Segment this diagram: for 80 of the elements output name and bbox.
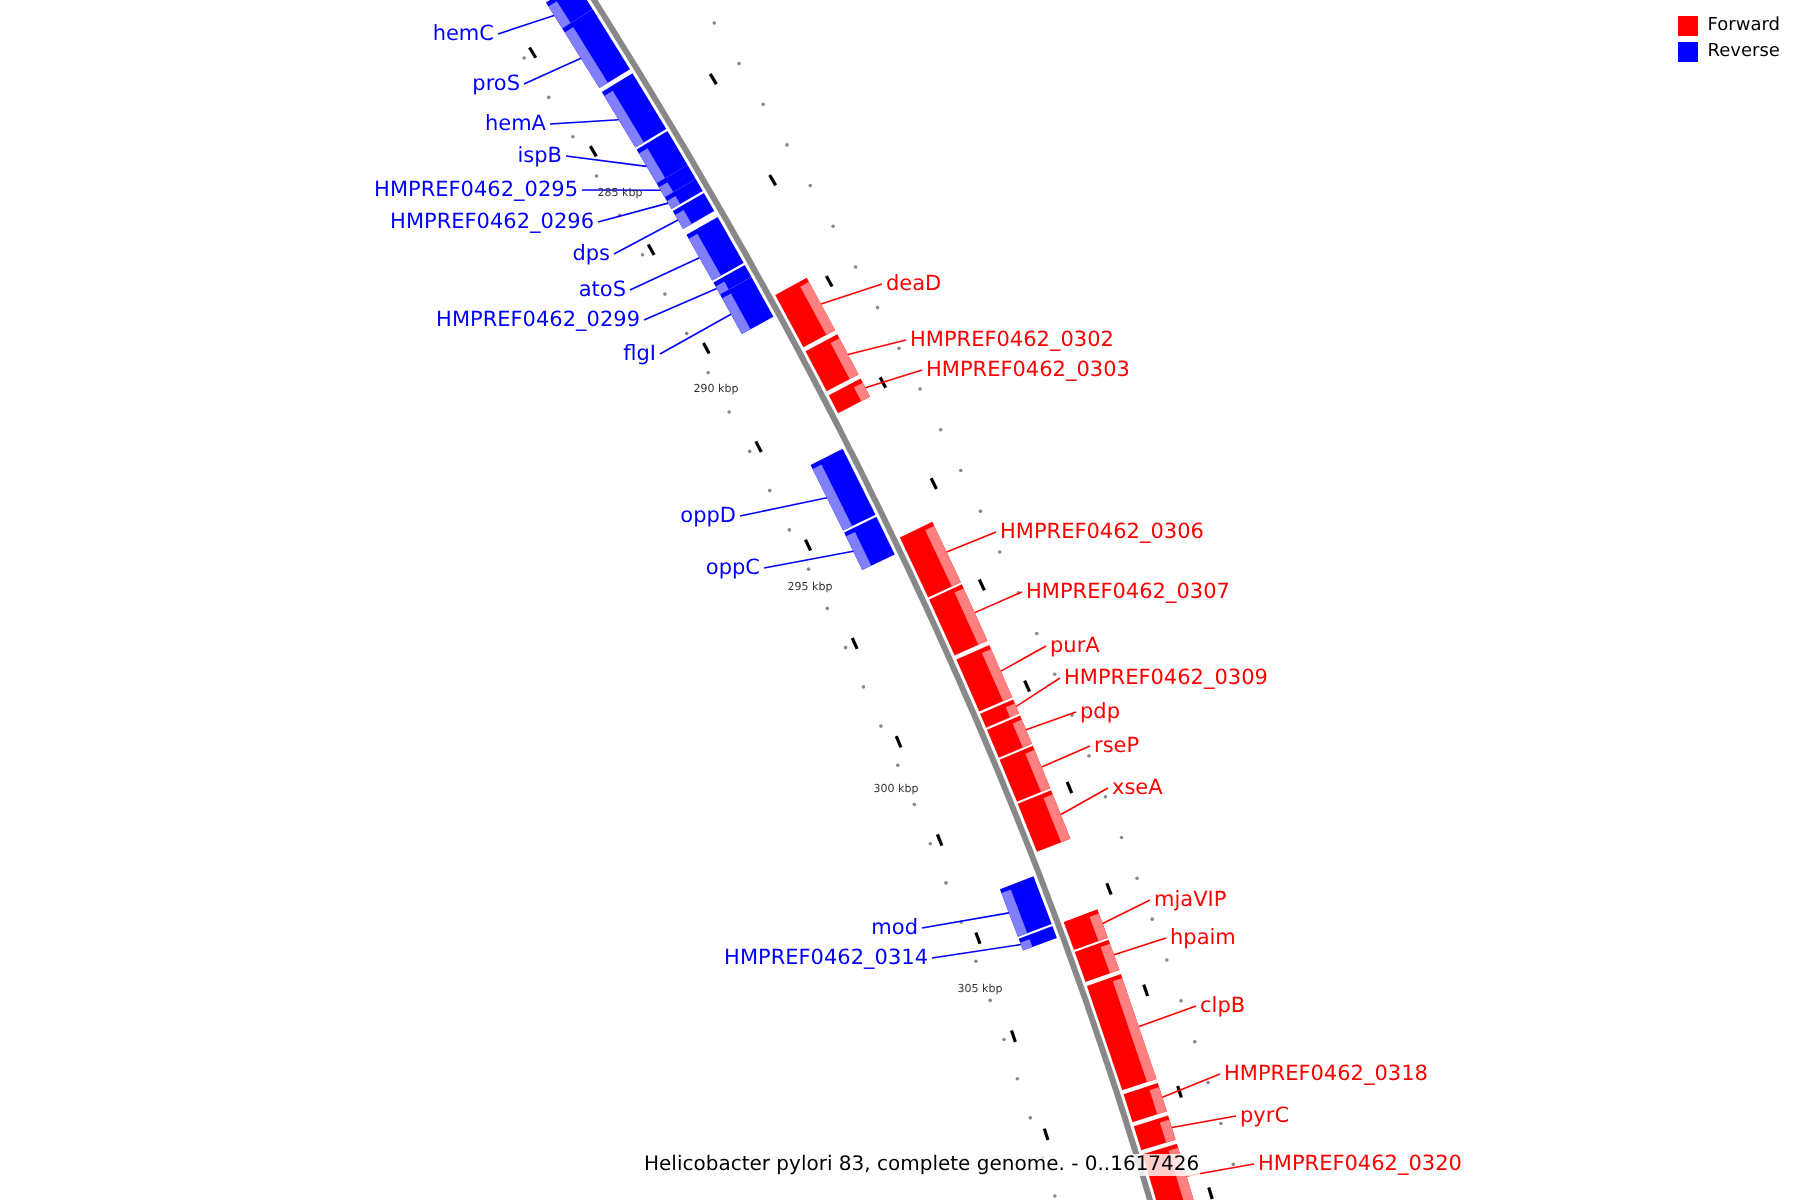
leader-line <box>581 189 662 191</box>
leader-line <box>549 118 620 125</box>
gene-label: mjaVIP <box>1154 888 1227 912</box>
gene-label: hemA <box>484 112 546 136</box>
leader-line <box>921 912 1010 929</box>
leader-line <box>659 313 732 355</box>
gene-label: atoS <box>578 278 626 302</box>
gene-block <box>899 521 961 598</box>
caption: Helicobacter pylori 83, complete genome. - 0..1617426 <box>644 1154 1200 1176</box>
gene-label: clpB <box>1200 994 1246 1018</box>
leader-line <box>763 550 855 569</box>
gene-label: xseA <box>1112 776 1163 800</box>
gene-block <box>828 378 871 414</box>
leader-line <box>1060 787 1109 816</box>
leader-line <box>847 339 907 356</box>
leader-line <box>1000 645 1047 672</box>
gene-label: HMPREF0462_0296 <box>390 210 594 234</box>
gene-label: pyrC <box>1240 1104 1290 1128</box>
leader-line <box>945 531 997 553</box>
leader-line <box>613 219 679 255</box>
leader-line <box>1040 745 1091 768</box>
gene-block <box>1086 974 1157 1091</box>
gene-label: HMPREF0462_0318 <box>1224 1062 1428 1086</box>
gene-block <box>775 277 836 348</box>
gene-label: pdp <box>1080 700 1120 724</box>
leader-line <box>523 57 582 85</box>
gene-label: ispB <box>517 144 562 168</box>
gene-block <box>1017 790 1071 852</box>
leader-line <box>629 256 701 291</box>
leader-line <box>1101 899 1151 925</box>
gene-label: HMPREF0462_0306 <box>1000 520 1204 544</box>
leader-line <box>973 591 1023 614</box>
gene-label: flgI <box>623 342 656 366</box>
leader-line <box>565 155 648 168</box>
gene-label: deaD <box>886 272 942 296</box>
leader-line <box>1138 1005 1197 1028</box>
leader-line <box>643 287 718 321</box>
gene-block <box>672 193 715 229</box>
leader-line <box>739 496 828 517</box>
gene-block <box>844 516 895 571</box>
leader-line <box>1025 711 1077 731</box>
leader-line <box>1113 937 1167 956</box>
leader-line <box>931 943 1022 959</box>
leader-line <box>864 369 923 389</box>
leader-line <box>1171 1115 1237 1129</box>
gene-block <box>1063 909 1108 950</box>
gene-label: hpaim <box>1170 926 1236 950</box>
gene-label: oppC <box>705 556 760 580</box>
legend-label: Forward <box>1707 16 1780 36</box>
gene-label: proS <box>472 72 520 96</box>
leader-line <box>1161 1073 1221 1098</box>
gene-label: HMPREF0462_0307 <box>1026 580 1230 604</box>
gene-label: HMPREF0462_0309 <box>1064 666 1268 690</box>
leader-line <box>597 202 669 223</box>
gene-label: oppD <box>680 504 736 528</box>
leader-line <box>820 283 883 305</box>
gene-block <box>810 448 876 531</box>
leader-line <box>1185 1163 1255 1177</box>
gene-label: hemC <box>432 22 494 46</box>
legend-label: Reverse <box>1707 42 1780 62</box>
leader-line <box>497 14 555 35</box>
gene-block <box>562 9 630 88</box>
gene-label: HMPREF0462_0295 <box>374 178 578 202</box>
gene-block <box>929 584 988 656</box>
gene-block <box>601 73 667 148</box>
gene-block <box>1133 1115 1176 1151</box>
gene-label: dps <box>572 242 610 266</box>
gene-label: rseP <box>1094 734 1140 758</box>
gene-label: HMPREF0462_0303 <box>926 358 1130 382</box>
gene-block <box>999 745 1051 802</box>
gene-label: purA <box>1050 634 1100 658</box>
gene-block <box>1018 926 1057 951</box>
gene-label: HMPREF0462_0314 <box>724 946 928 970</box>
gene-block <box>1074 939 1120 982</box>
gene-label: HMPREF0462_0320 <box>1258 1152 1462 1176</box>
gene-label: HMPREF0462_0299 <box>436 308 640 332</box>
gene-label: HMPREF0462_0302 <box>910 328 1114 352</box>
gene-block <box>1123 1083 1167 1123</box>
gene-label: mod <box>871 916 918 940</box>
leader-line <box>1015 677 1061 708</box>
